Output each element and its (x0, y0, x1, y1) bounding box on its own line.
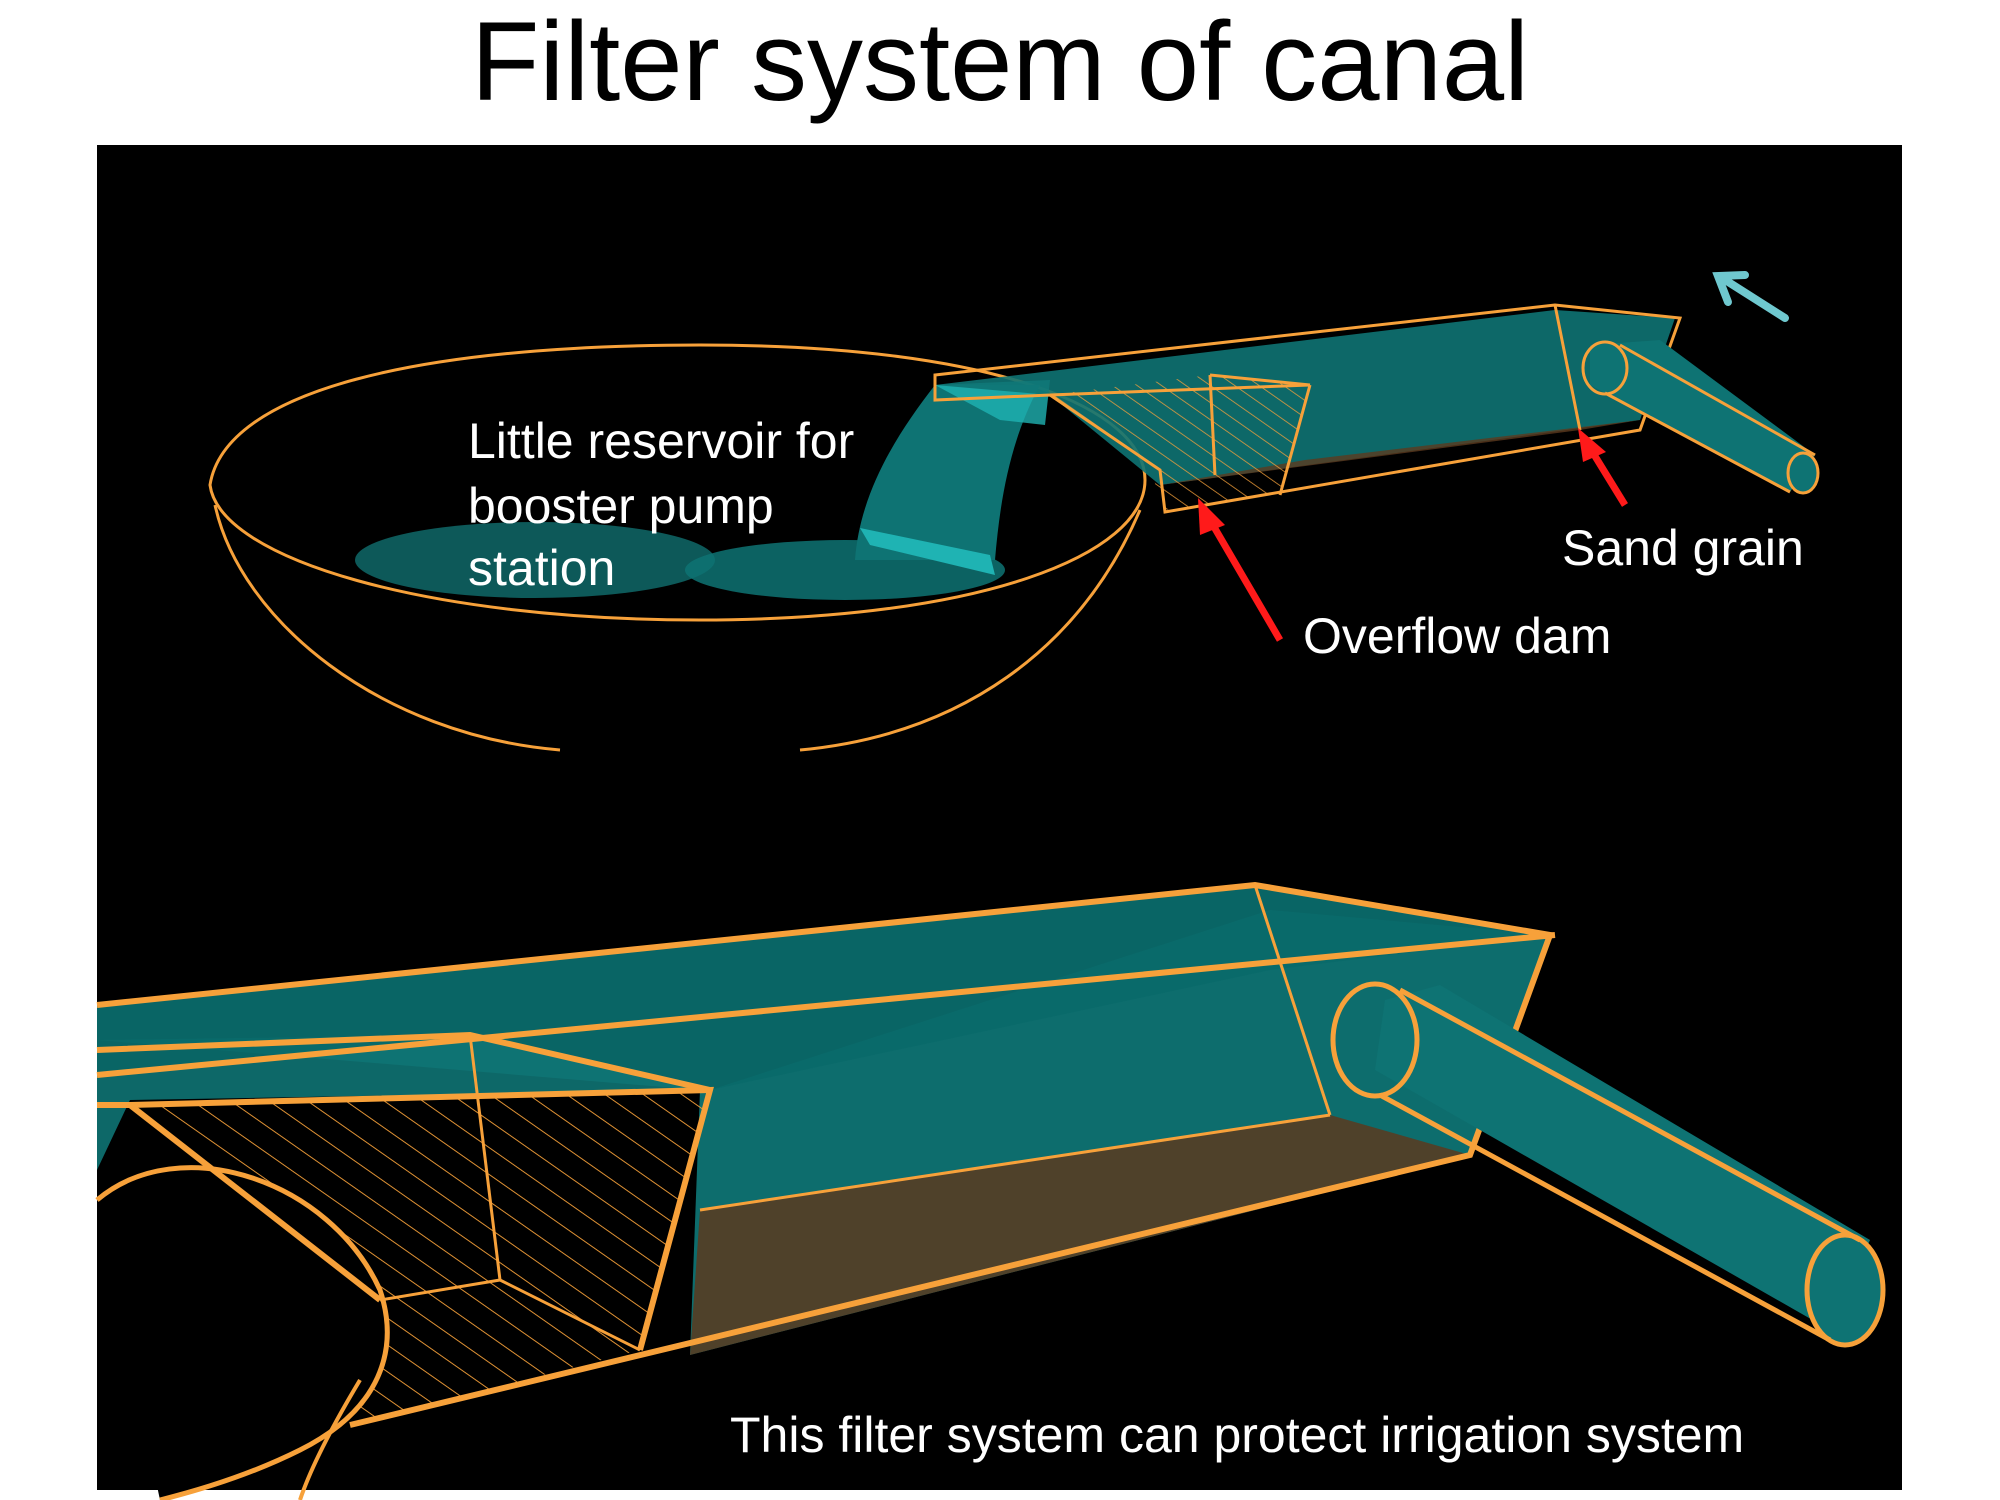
overflow-dam-bottom (130, 1090, 710, 1425)
caption: This filter system can protect irrigatio… (730, 1407, 1744, 1463)
page-title: Filter system of canal (470, 0, 1530, 124)
sand-grain-label: Sand grain (1562, 520, 1804, 576)
reservoir-label-line1: Little reservoir for (468, 413, 854, 469)
overflow-waterfall (855, 385, 1040, 560)
canal-top (933, 303, 1820, 514)
canal-bottom-left-water (97, 1035, 710, 1170)
top-panel: Little reservoir for booster pump statio… (97, 145, 1902, 880)
outlet-pipe-bottom (1330, 981, 1886, 1348)
reservoir-label-line2: booster pump (468, 478, 774, 534)
reservoir-label-line3: station (468, 540, 615, 596)
reservoir-bowl (208, 343, 1147, 752)
sand-grain-arrow (1578, 428, 1628, 507)
overflow-dam-arrow (1198, 498, 1284, 642)
canal-bottom-water (97, 910, 1550, 1355)
bottom-panel: This filter system can protect irrigatio… (95, 880, 1902, 1500)
canal-bottom-water-upper (97, 885, 1550, 1090)
flow-direction-arrow (1712, 271, 1789, 322)
outlet-pipe-top (1581, 340, 1820, 495)
reservoir-water (355, 522, 715, 598)
overflow-dam-label: Overflow dam (1303, 608, 1611, 664)
waterfall-highlight (860, 528, 995, 575)
reservoir-inner-edge (298, 1378, 362, 1500)
overflow-dam-top (1050, 375, 1310, 510)
